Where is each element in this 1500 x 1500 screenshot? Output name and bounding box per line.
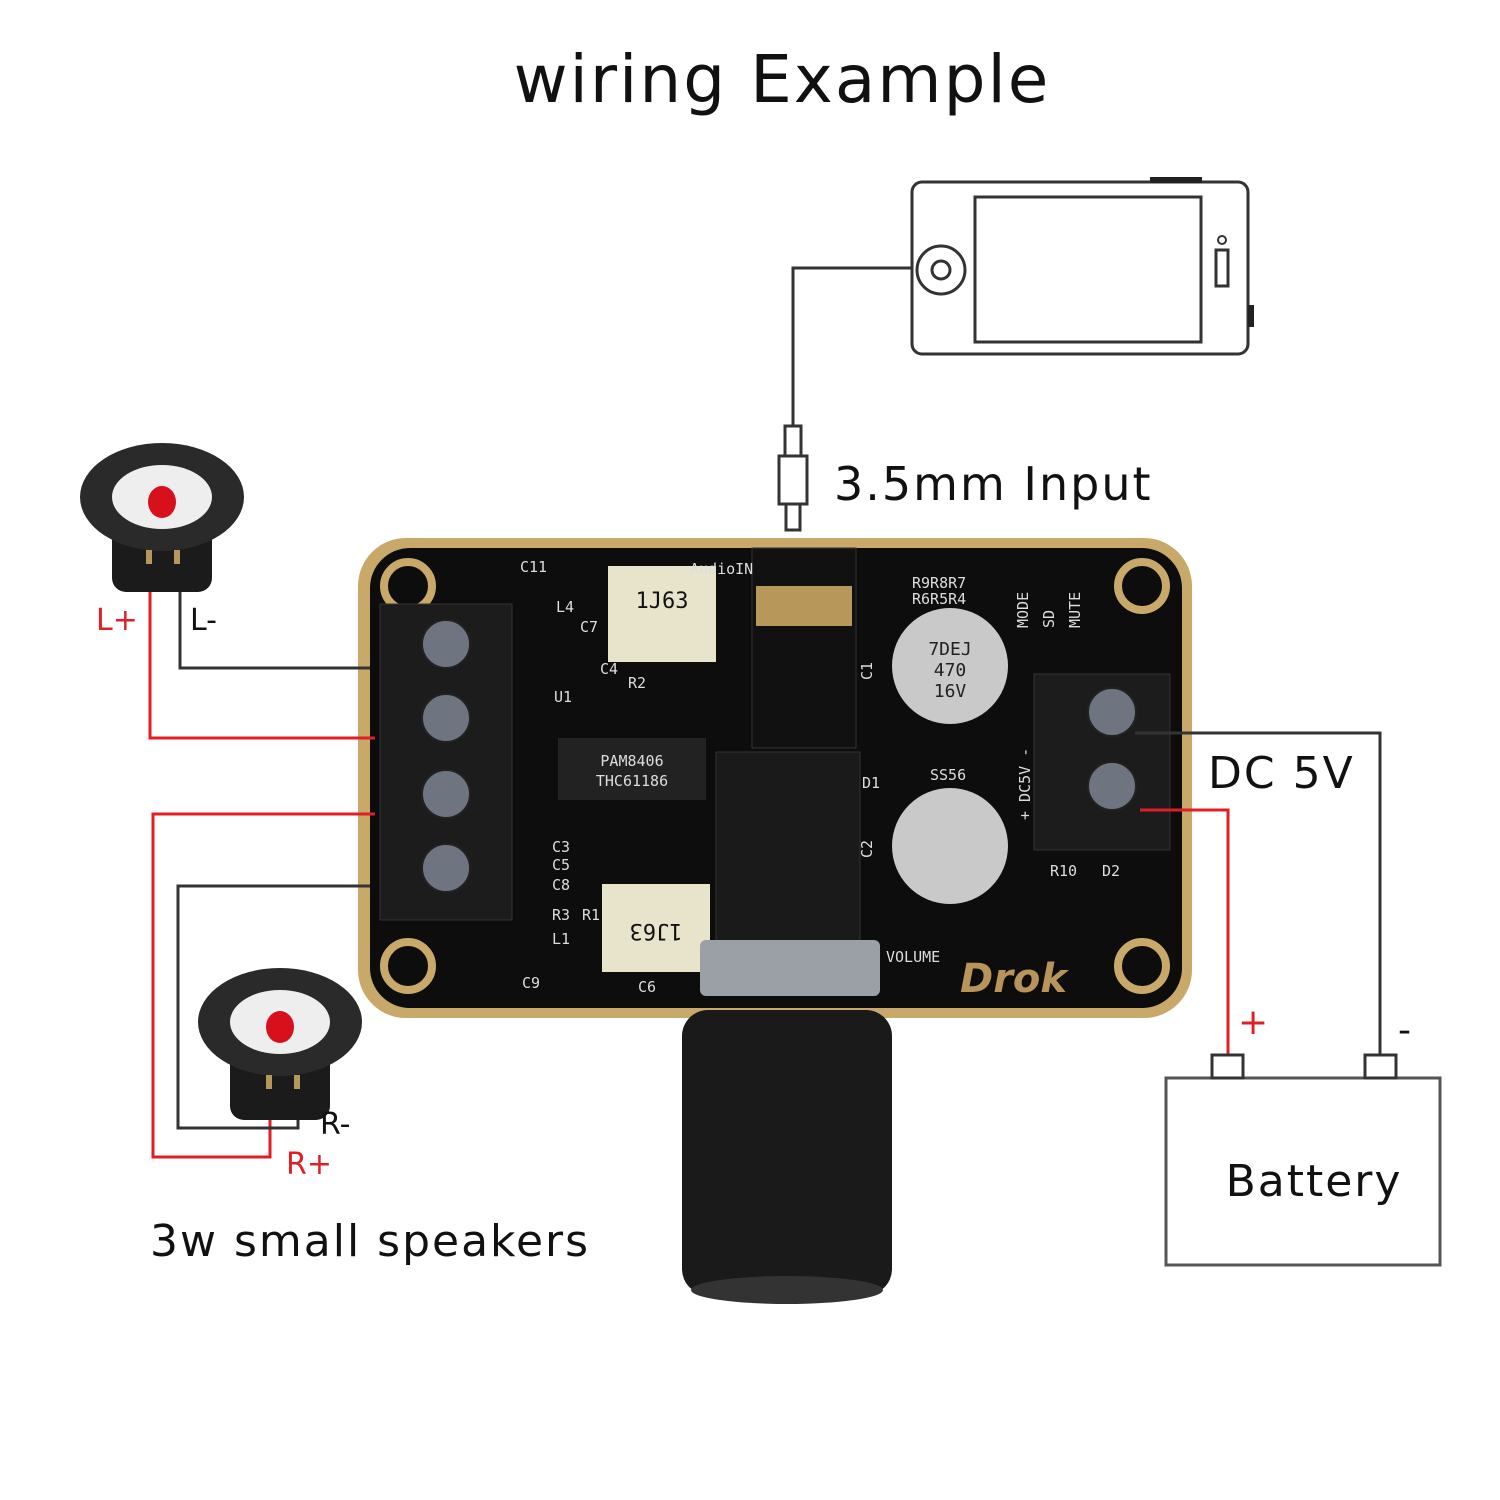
diagram-title: wiring Example bbox=[514, 41, 1051, 118]
part-c6: C6 bbox=[638, 978, 656, 996]
part-c7: C7 bbox=[580, 618, 598, 636]
left-minus-label: L- bbox=[190, 603, 217, 638]
part-c5: C5 bbox=[552, 856, 570, 874]
input-label: 3.5mm Input bbox=[834, 457, 1153, 511]
speakers-caption: 3w small speakers bbox=[150, 1216, 590, 1267]
part-d2: D2 bbox=[1102, 862, 1120, 880]
volume-knob[interactable] bbox=[682, 940, 892, 1304]
power-marking: + DC5V - bbox=[1016, 748, 1034, 820]
drok-logo: Drok bbox=[960, 956, 1069, 1002]
part-c8: C8 bbox=[552, 876, 570, 894]
resistor-label-1: R9R8R7 bbox=[912, 574, 966, 592]
capacitor-marking-3: 16V bbox=[934, 681, 967, 702]
part-c9: C9 bbox=[522, 974, 540, 992]
capacitor-marking-1: 7DEJ bbox=[928, 639, 971, 660]
part-l1: L1 bbox=[552, 930, 570, 948]
wire-battery-minus bbox=[1135, 731, 1382, 1055]
battery-plus-label: + bbox=[1238, 1002, 1268, 1043]
power-label: DC 5V bbox=[1208, 748, 1355, 799]
capacitor-c7-marking: 1J63 bbox=[636, 589, 689, 614]
part-l4: L4 bbox=[556, 598, 574, 616]
capacitor-c6-marking: 1J63 bbox=[630, 918, 683, 943]
speaker-left-icon bbox=[80, 443, 244, 592]
chip-marking-1: PAM8406 bbox=[600, 752, 663, 770]
audio-cable bbox=[791, 266, 912, 430]
battery-minus-label: - bbox=[1398, 1010, 1411, 1051]
part-c1: C1 bbox=[858, 662, 876, 680]
pin-label-mode: MODE bbox=[1014, 592, 1032, 628]
speaker-right-icon bbox=[198, 968, 362, 1120]
part-c3: C3 bbox=[552, 838, 570, 856]
smartphone-icon bbox=[910, 177, 1254, 356]
part-r3: R3 bbox=[552, 906, 570, 924]
resistor-label-2: R6R5R4 bbox=[912, 590, 966, 608]
right-minus-label: R- bbox=[320, 1107, 350, 1142]
part-r10: R10 bbox=[1050, 862, 1077, 880]
audio-plug-icon bbox=[777, 424, 809, 532]
wire-left-minus bbox=[178, 560, 370, 670]
part-c4: C4 bbox=[600, 660, 618, 678]
part-r2: R2 bbox=[628, 674, 646, 692]
capacitor-marking-2: 470 bbox=[934, 660, 967, 681]
right-plus-label: R+ bbox=[286, 1147, 332, 1182]
pin-label-mute: MUTE bbox=[1066, 592, 1084, 628]
part-c2: C2 bbox=[858, 840, 876, 858]
left-plus-label: L+ bbox=[96, 603, 138, 638]
volume-label: VOLUME bbox=[886, 948, 940, 966]
wire-right-plus bbox=[151, 812, 375, 1159]
part-c11: C11 bbox=[520, 558, 547, 576]
amplifier-board: PAM8406 THC61186 1J63 1J63 7DEJ 470 16V … bbox=[358, 538, 1192, 1018]
battery-label: Battery bbox=[1226, 1156, 1403, 1207]
battery-icon bbox=[1164, 1053, 1442, 1267]
chip-marking-2: THC61186 bbox=[596, 772, 668, 790]
pin-label-sd: SD bbox=[1040, 610, 1058, 628]
wire-left-plus bbox=[148, 560, 375, 740]
part-u1: U1 bbox=[554, 688, 572, 706]
audio-in-label: AudioIN bbox=[690, 560, 753, 578]
part-r1: R1 bbox=[582, 906, 600, 924]
part-ss56: SS56 bbox=[930, 766, 966, 784]
part-d1: D1 bbox=[862, 774, 880, 792]
wire-battery-plus bbox=[1140, 808, 1230, 1055]
